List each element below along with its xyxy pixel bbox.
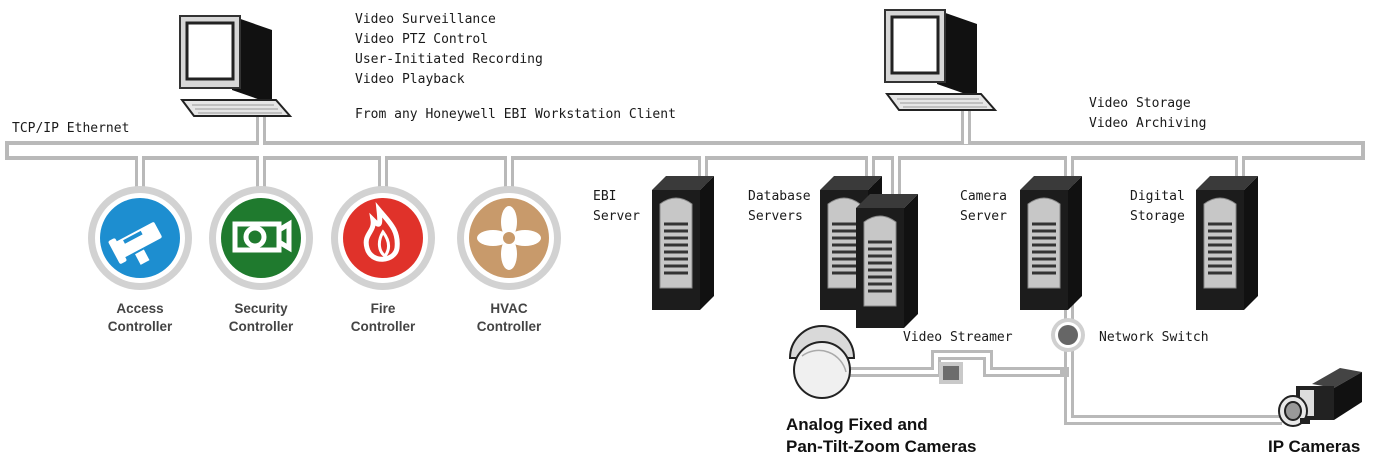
access-controller-label: Access Controller (90, 300, 190, 336)
ebi-server-tower (650, 174, 716, 312)
controller-label-line: Controller (350, 319, 416, 334)
feature-item: Video PTZ Control (355, 32, 489, 47)
ip-camera-icon (1278, 368, 1362, 427)
controller-label-line: Access (116, 301, 164, 316)
network-switch-icon (1051, 318, 1085, 352)
server-label-line: Digital (1130, 189, 1185, 204)
access-controller-icon (88, 186, 192, 290)
controller-drops (135, 156, 514, 190)
fire-controller-label: Fire Controller (333, 300, 433, 336)
video-streamer-label: Video Streamer (903, 330, 1013, 345)
hvac-controller-icon (457, 186, 561, 290)
streamer-cable (822, 350, 1282, 425)
analog-cameras-label-line: Pan-Tilt-Zoom Cameras (786, 437, 977, 456)
storage-feature-item: Video Archiving (1089, 116, 1207, 131)
controller-label-line: Fire (370, 301, 396, 316)
camera-server-tower (1018, 174, 1084, 312)
server-label-line: Camera (960, 189, 1007, 204)
workstation-note: From any Honeywell EBI Workstation Clien… (355, 107, 676, 122)
controller-label-line: HVAC (490, 301, 528, 316)
server-label-line: Server (960, 209, 1007, 224)
server-label-line: Server (593, 209, 640, 224)
fire-controller-icon (331, 186, 435, 290)
storage-feature-item: Video Storage (1089, 96, 1191, 111)
ethernet-backbone (5, 141, 1365, 160)
digital-storage-label: Digital Storage (1130, 187, 1185, 227)
analog-cameras-label: Analog Fixed and Pan-Tilt-Zoom Cameras (786, 414, 977, 458)
digital-storage-tower (1194, 174, 1260, 312)
network-label: TCP/IP Ethernet (12, 121, 130, 136)
server-label-line: EBI (593, 189, 617, 204)
database-servers-label: Database Servers (748, 187, 811, 227)
ebi-server-label: EBI Server (593, 187, 640, 227)
storage-features: Video Storage Video Archiving (1089, 94, 1206, 134)
hvac-controller-label: HVAC Controller (459, 300, 559, 336)
database-server-tower-front (854, 192, 920, 330)
backbone-drops (256, 106, 971, 146)
controller-label-line: Security (234, 301, 288, 316)
workstation-monitor-right (883, 8, 997, 112)
controller-label-line: Controller (228, 319, 294, 334)
workstation-monitor-left (178, 14, 292, 118)
video-streamer-icon (939, 362, 963, 384)
server-label-line: Storage (1130, 209, 1185, 224)
feature-item: Video Playback (355, 72, 465, 87)
ip-cameras-label: IP Cameras (1268, 437, 1361, 456)
security-controller-label: Security Controller (211, 300, 311, 336)
feature-item: Video Surveillance (355, 12, 496, 27)
network-switch-label: Network Switch (1099, 330, 1209, 345)
camera-server-label: Camera Server (960, 187, 1007, 227)
feature-item: User-Initiated Recording (355, 52, 543, 67)
workstation-features: Video Surveillance Video PTZ Control Use… (355, 10, 543, 90)
server-label-line: Database (748, 189, 811, 204)
ptz-dome-camera-icon (788, 325, 856, 399)
security-controller-icon (209, 186, 313, 290)
analog-cameras-label-line: Analog Fixed and (786, 415, 928, 434)
server-label-line: Servers (748, 209, 803, 224)
controller-label-line: Controller (476, 319, 542, 334)
controller-label-line: Controller (107, 319, 173, 334)
